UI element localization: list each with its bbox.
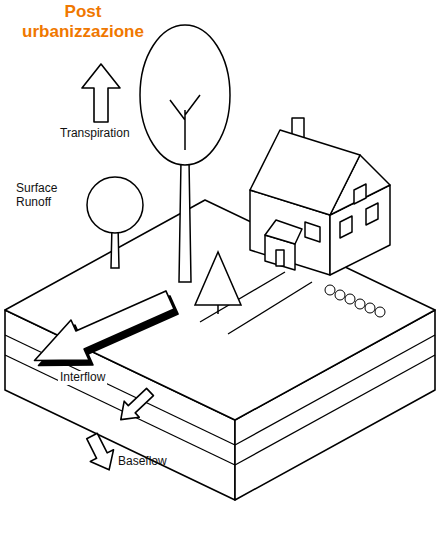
shrub [375,307,385,317]
layer-line [235,335,435,445]
flow-label: Transpiration [60,127,130,141]
transpiration-arrow [82,64,120,122]
tree-canopy [140,25,230,165]
house-roof [250,130,360,215]
shrub [365,303,375,313]
house [250,118,390,275]
window [366,203,378,225]
porch-roof [265,220,302,244]
baseflow-arrow [87,433,114,470]
layer-line [5,335,235,445]
flow-label: Surface Runoff [16,182,78,210]
tree-canopy [87,177,143,233]
conifer [195,252,241,314]
shrub [345,294,355,304]
small-tree [87,177,143,268]
conifer-crown [195,252,241,305]
window [305,222,320,242]
flow-label: Baseflow [118,455,167,469]
layer-line [5,355,235,465]
tree-trunk [179,160,191,282]
hedge [325,285,385,317]
window [354,184,366,204]
conifer-trunk [217,305,219,314]
diagram-title: Post urbanizzazione [4,2,162,41]
interflow-arrow [121,388,154,419]
shrub [355,299,365,309]
window [340,216,352,238]
surface-runoff-arrow [35,291,175,361]
shrub [325,285,335,295]
driveway-edge [228,282,312,334]
tree-branches [170,95,200,150]
shrub [335,290,345,300]
layer-line [235,355,435,465]
flow-arrows [35,64,179,470]
door [276,250,284,266]
flow-label: Interflow [58,371,107,385]
big-tree [140,25,230,282]
